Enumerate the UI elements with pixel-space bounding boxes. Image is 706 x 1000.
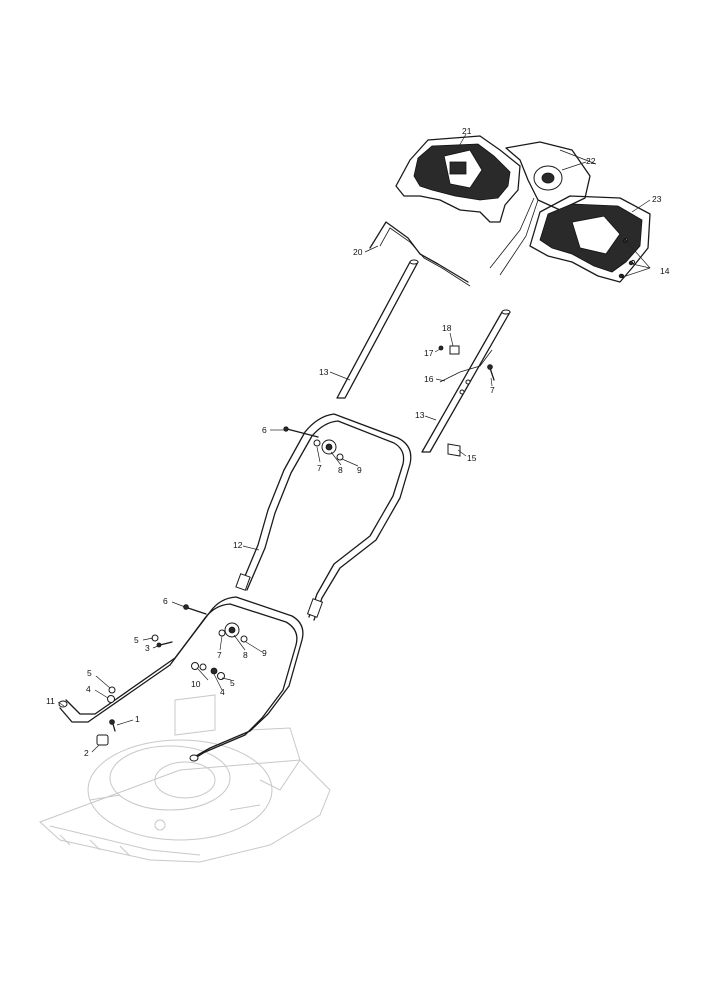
cable — [439, 349, 493, 383]
callout-5-left: 5 — [87, 668, 92, 678]
lower-handle — [58, 596, 304, 762]
control-housing-left — [395, 135, 521, 223]
control-housing-right — [529, 195, 651, 283]
cable-rod — [369, 221, 471, 287]
callout-11: 11 — [46, 696, 55, 706]
callout-8-upper: 8 — [338, 465, 343, 475]
callout-4-left: 4 — [86, 684, 91, 694]
callout-14: 14 — [660, 266, 670, 276]
callout-7-lower: 7 — [217, 650, 222, 660]
callout-1: 1 — [135, 714, 140, 724]
callout-4-right: 4 — [220, 687, 225, 697]
tube-left — [336, 259, 419, 399]
callout-12: 12 — [233, 540, 243, 550]
callout-9-upper: 9 — [357, 465, 362, 475]
callout-10: 10 — [191, 679, 201, 689]
callout-15: 15 — [467, 453, 477, 463]
callout-22: 22 — [586, 156, 596, 166]
callout-7-upper: 7 — [317, 463, 322, 473]
mower-deck — [39, 694, 331, 863]
hardware — [96, 238, 634, 746]
callout-21: 21 — [462, 126, 472, 136]
callout-5-upper-left: 5 — [134, 635, 139, 645]
callout-6-lower: 6 — [163, 596, 168, 606]
callout-2: 2 — [84, 748, 89, 758]
leader-lines — [57, 133, 651, 753]
callout-17: 17 — [424, 348, 434, 358]
callout-18: 18 — [442, 323, 452, 333]
callout-20: 20 — [353, 247, 363, 257]
tube-right — [421, 309, 511, 453]
callout-labels: 21 22 23 14 20 13 18 17 16 7 13 15 6 7 8… — [46, 126, 670, 758]
callout-23: 23 — [652, 194, 662, 204]
callout-13-left: 13 — [319, 367, 329, 377]
callout-13-right: 13 — [415, 410, 425, 420]
callout-5-right: 5 — [230, 678, 235, 688]
callout-3: 3 — [145, 643, 150, 653]
callout-6-upper: 6 — [262, 425, 267, 435]
callout-9-lower: 9 — [262, 648, 267, 658]
switch-lever — [489, 141, 597, 276]
callout-7-right: 7 — [490, 385, 495, 395]
callout-16: 16 — [424, 374, 434, 384]
callout-8-lower: 8 — [243, 650, 248, 660]
